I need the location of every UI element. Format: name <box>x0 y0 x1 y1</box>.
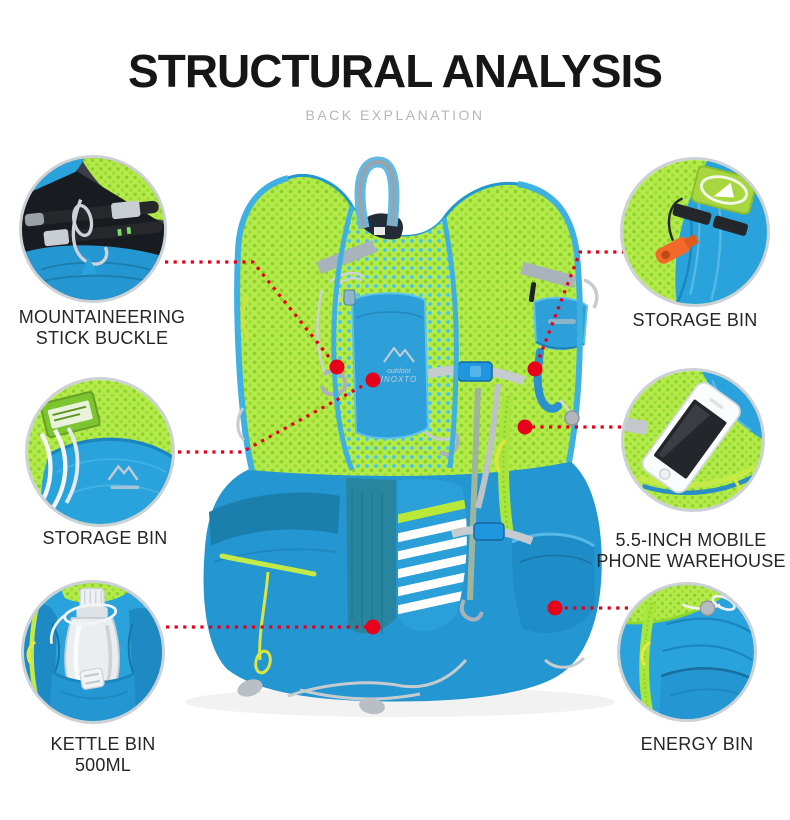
zipper-teeth <box>502 395 509 533</box>
drawstring-toggle <box>343 289 356 306</box>
pocket-seam <box>519 554 593 565</box>
sternum-strap-lower <box>450 526 477 538</box>
whistle <box>655 234 699 264</box>
zipper-pull <box>494 438 507 473</box>
left-pocket-fold <box>209 492 340 546</box>
pocket-top-seam <box>355 311 424 319</box>
callout-photo-energy-bin <box>617 582 757 722</box>
dot-kettle <box>365 619 381 635</box>
connector-storage-right <box>533 250 625 370</box>
cord-toggle <box>237 679 263 697</box>
callout-photo-storage-bin-upper <box>620 157 770 307</box>
callout-photo-stick-buckle <box>19 155 167 303</box>
left-chest-pocket <box>350 292 430 440</box>
connector-storage-left <box>178 378 374 454</box>
label-line: 500ML <box>74 755 132 775</box>
smartphone <box>641 382 741 494</box>
left-pocket-zipper <box>219 553 317 577</box>
label-phone-warehouse: 5.5-INCH MOBILE PHONE WAREHOUSE <box>592 530 790 572</box>
center-mesh-panel <box>346 478 396 634</box>
callout-photo-kettle-bin <box>21 580 165 724</box>
label-line: 5.5-INCH MOBILE <box>615 530 767 550</box>
label-stick-buckle: MOUNTAINEERING STICK BUCKLE <box>2 307 202 349</box>
reflective-stripe-left <box>316 240 377 274</box>
piping-outer-right <box>517 181 584 463</box>
right-bottle-pocket <box>511 534 595 634</box>
label-line: KETTLE BIN <box>50 734 156 754</box>
white-buckle <box>79 667 105 690</box>
neck-label-tag <box>374 227 385 235</box>
zipper-pull-loop <box>254 649 272 675</box>
label-line: STORAGE BIN <box>632 310 758 330</box>
dot-phone <box>517 419 533 435</box>
connector-stick-buckle <box>165 260 339 368</box>
callout-connectors <box>165 250 628 635</box>
label-line: STORAGE BIN <box>42 528 168 548</box>
piping-inner-right <box>441 217 459 469</box>
label-line: STICK BUCKLE <box>35 328 169 348</box>
label-line: PHONE WAREHOUSE <box>596 551 786 571</box>
dot-storage-right <box>527 361 543 377</box>
dot-stick-buckle <box>329 359 345 375</box>
piping-inner-left <box>331 205 355 471</box>
page-title: STRUCTURAL ANALYSIS <box>128 45 663 97</box>
webbing-tail <box>475 383 501 509</box>
bungee-toggle <box>359 697 385 715</box>
sage-strap <box>467 387 481 601</box>
stored-item <box>39 391 101 438</box>
gray-loop-top-right <box>583 278 599 309</box>
pole-tip <box>528 282 537 303</box>
piping-outer-left <box>234 175 289 471</box>
pocket-front-lip <box>49 671 137 721</box>
label-storage-bin-left: STORAGE BIN <box>5 528 205 549</box>
reflective-stripe-right <box>520 262 577 288</box>
logo-text-outdoor: outdoor <box>387 368 411 375</box>
sternum-strap-upper-right <box>491 367 526 386</box>
label-energy-bin: ENERGY BIN <box>597 734 790 755</box>
logo-text-brand: INOXTO <box>381 375 418 384</box>
bottom-bungee-1 <box>287 659 468 698</box>
reflective-stripes <box>398 498 467 616</box>
pocket-zipper <box>637 464 757 488</box>
pocket-front <box>40 439 172 524</box>
mountain-logo-icon <box>383 347 415 363</box>
velcro-strip-2 <box>712 215 749 236</box>
label-storage-bin-upper: STORAGE BIN <box>595 310 790 331</box>
label-line: MOUNTAINEERING <box>18 307 186 327</box>
cord-lock <box>699 600 716 617</box>
bottom-bungee-2 <box>299 688 421 701</box>
right-cord-loop <box>543 656 586 669</box>
mesh-texture <box>351 490 383 634</box>
mint-tin <box>690 165 758 215</box>
gray-loop-left <box>236 407 246 442</box>
cord-lock <box>564 410 580 426</box>
hanging-loop-stripe <box>358 160 396 229</box>
trekking-poles <box>24 200 163 247</box>
strap-hook <box>459 599 484 622</box>
callout-photo-phone-pocket <box>621 368 765 512</box>
callout-photo-storage-bin-left <box>25 377 175 527</box>
page-subtitle: BACK EXPLANATION <box>305 107 485 123</box>
mountain-logo-icon <box>107 464 139 481</box>
chest-buckle-lower <box>473 522 505 541</box>
velcro-strip <box>672 203 712 225</box>
buckle-center <box>470 366 481 377</box>
flap-brand-mark <box>548 319 576 324</box>
vest-illustration: outdoor INOXTO <box>185 156 615 717</box>
label-line: ENERGY BIN <box>640 734 754 754</box>
label-kettle-bin: KETTLE BIN 500ML <box>3 734 203 776</box>
green-pull-loop <box>240 295 250 339</box>
soft-flask <box>49 587 120 698</box>
dot-energy <box>547 600 563 616</box>
dot-storage-left <box>365 372 381 388</box>
